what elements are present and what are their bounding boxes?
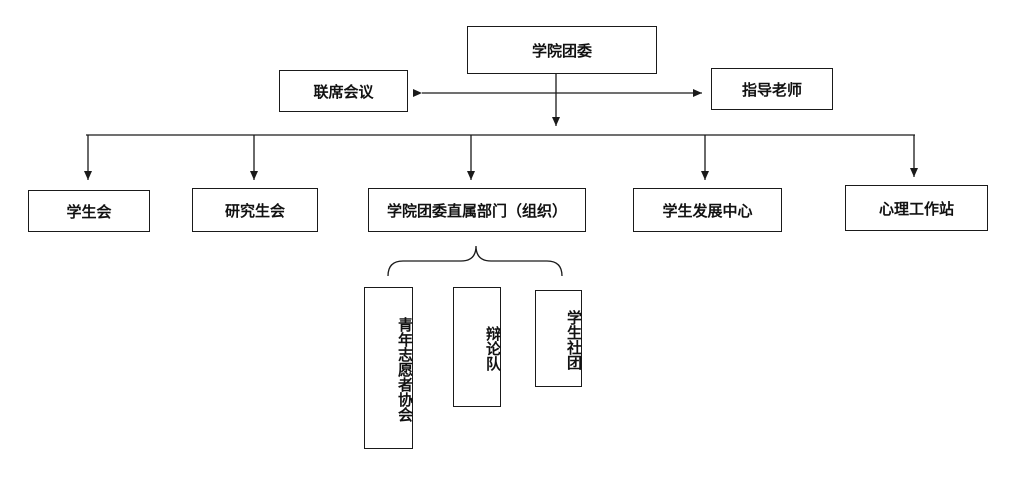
node-advisor: 指导老师 xyxy=(711,68,833,110)
node-debate: 辩论队 xyxy=(453,287,502,407)
brace-sub-orgs xyxy=(387,245,563,277)
node-student-dev: 学生发展中心 xyxy=(633,188,782,232)
node-root: 学院团委 xyxy=(467,26,657,74)
node-student-union: 学生会 xyxy=(28,190,150,232)
node-volunteers: 青年志愿者协会 xyxy=(364,287,414,449)
node-psych-station: 心理工作站 xyxy=(845,185,988,231)
node-grad-union: 研究生会 xyxy=(192,188,318,232)
node-joint-meeting: 联席会议 xyxy=(279,70,408,112)
node-clubs: 学生社团 xyxy=(535,290,583,387)
node-direct-depts: 学院团委直属部门（组织） xyxy=(368,188,586,232)
